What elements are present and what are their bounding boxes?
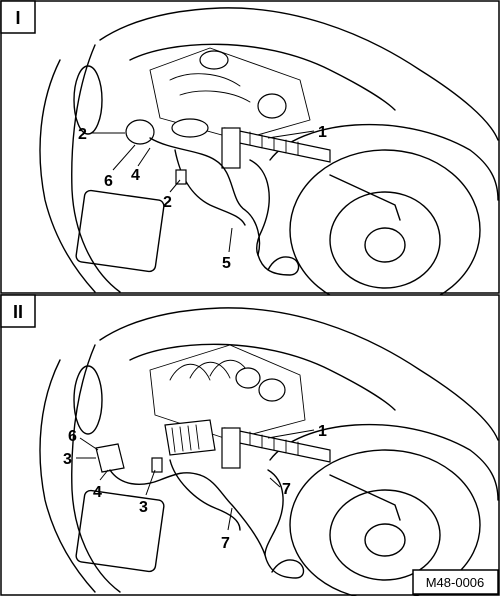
headlight xyxy=(73,65,103,135)
rack-boot xyxy=(249,131,299,156)
engine-bay-edge xyxy=(129,343,396,411)
car-body-outline xyxy=(99,307,499,441)
wheel-outer xyxy=(289,449,481,596)
hose-clamp xyxy=(175,169,187,185)
license-plate-area xyxy=(75,189,165,273)
cooler-line xyxy=(264,469,284,556)
leader-I-5 xyxy=(228,227,233,253)
pressure-hose xyxy=(149,137,261,256)
panel-I: I xyxy=(0,0,500,311)
pressure-hose xyxy=(199,474,266,556)
panel-I-frame xyxy=(0,0,500,294)
callout-I-4: 4 xyxy=(131,167,140,184)
return-hose xyxy=(169,459,241,531)
wheel-hub xyxy=(364,227,406,263)
callout-II-7a: 7 xyxy=(282,481,291,498)
front-bumper xyxy=(39,359,96,593)
leader-I-1 xyxy=(267,130,315,139)
leader-II-1 xyxy=(267,429,315,439)
panel-I-tag-box xyxy=(0,0,36,34)
front-bumper xyxy=(39,59,96,293)
leader-II-3b xyxy=(145,469,156,496)
leader-I-4 xyxy=(137,147,151,167)
reference-code-box xyxy=(412,569,499,595)
reservoir xyxy=(171,118,209,138)
throttle-body xyxy=(235,367,261,389)
callout-II-7b: 7 xyxy=(221,535,230,552)
headlight xyxy=(73,365,103,435)
intake xyxy=(169,73,251,103)
filter xyxy=(258,378,286,402)
leader-II-7b xyxy=(227,507,233,531)
supply-hose xyxy=(109,469,201,486)
cooler-loop xyxy=(264,554,305,579)
hood-edge xyxy=(71,44,121,293)
panel-II-drawing xyxy=(39,307,499,596)
engine-block xyxy=(149,344,306,441)
valve-body xyxy=(221,127,241,169)
fender-arch xyxy=(269,123,499,201)
rack-boot xyxy=(249,431,299,456)
hood-edge xyxy=(71,344,121,593)
wheel-rim xyxy=(329,489,441,581)
car-body-outline xyxy=(99,7,499,141)
fender-arch xyxy=(269,423,499,501)
reservoir xyxy=(95,443,125,473)
panel-II-tag-box xyxy=(0,294,36,328)
leader-II-7a xyxy=(269,477,281,488)
callout-I-2b: 2 xyxy=(163,194,172,211)
cooler-loop xyxy=(257,254,300,276)
oil-cap xyxy=(199,50,229,70)
callout-I-5: 5 xyxy=(222,255,231,272)
panel-II-tag: II xyxy=(13,302,23,322)
wheel-hub xyxy=(364,523,406,557)
callout-I-6: 6 xyxy=(104,173,113,190)
leader-I-2b xyxy=(169,179,181,193)
panel-II: II xyxy=(0,294,500,596)
callout-II-4: 4 xyxy=(93,484,102,501)
pump-fins xyxy=(171,424,200,453)
tie-rod xyxy=(329,174,401,221)
callout-I-2a: 2 xyxy=(78,126,87,143)
pump xyxy=(125,119,155,145)
engine-block xyxy=(149,47,311,141)
panel-I-drawing xyxy=(39,7,499,311)
hose-clamp xyxy=(151,457,163,473)
leader-II-4 xyxy=(99,469,109,481)
callout-II-3b: 3 xyxy=(139,499,148,516)
callout-II-3a: 3 xyxy=(63,451,72,468)
callout-II-6: 6 xyxy=(68,428,77,445)
wheel-rim xyxy=(329,191,441,289)
leader-I-6 xyxy=(112,144,136,171)
valve-body xyxy=(221,427,241,469)
panel-I-tag: I xyxy=(15,8,20,28)
pump-housing xyxy=(164,419,216,456)
callout-II-1: 1 xyxy=(318,423,327,440)
filter xyxy=(257,93,287,119)
leader-II-6 xyxy=(79,437,99,451)
tie-rod xyxy=(329,474,401,521)
license-plate-area xyxy=(75,489,165,573)
reference-code: M48-0006 xyxy=(426,575,485,590)
callout-I-1: 1 xyxy=(318,124,327,141)
cooler-line xyxy=(249,159,270,256)
engine-bay-edge xyxy=(129,43,396,111)
